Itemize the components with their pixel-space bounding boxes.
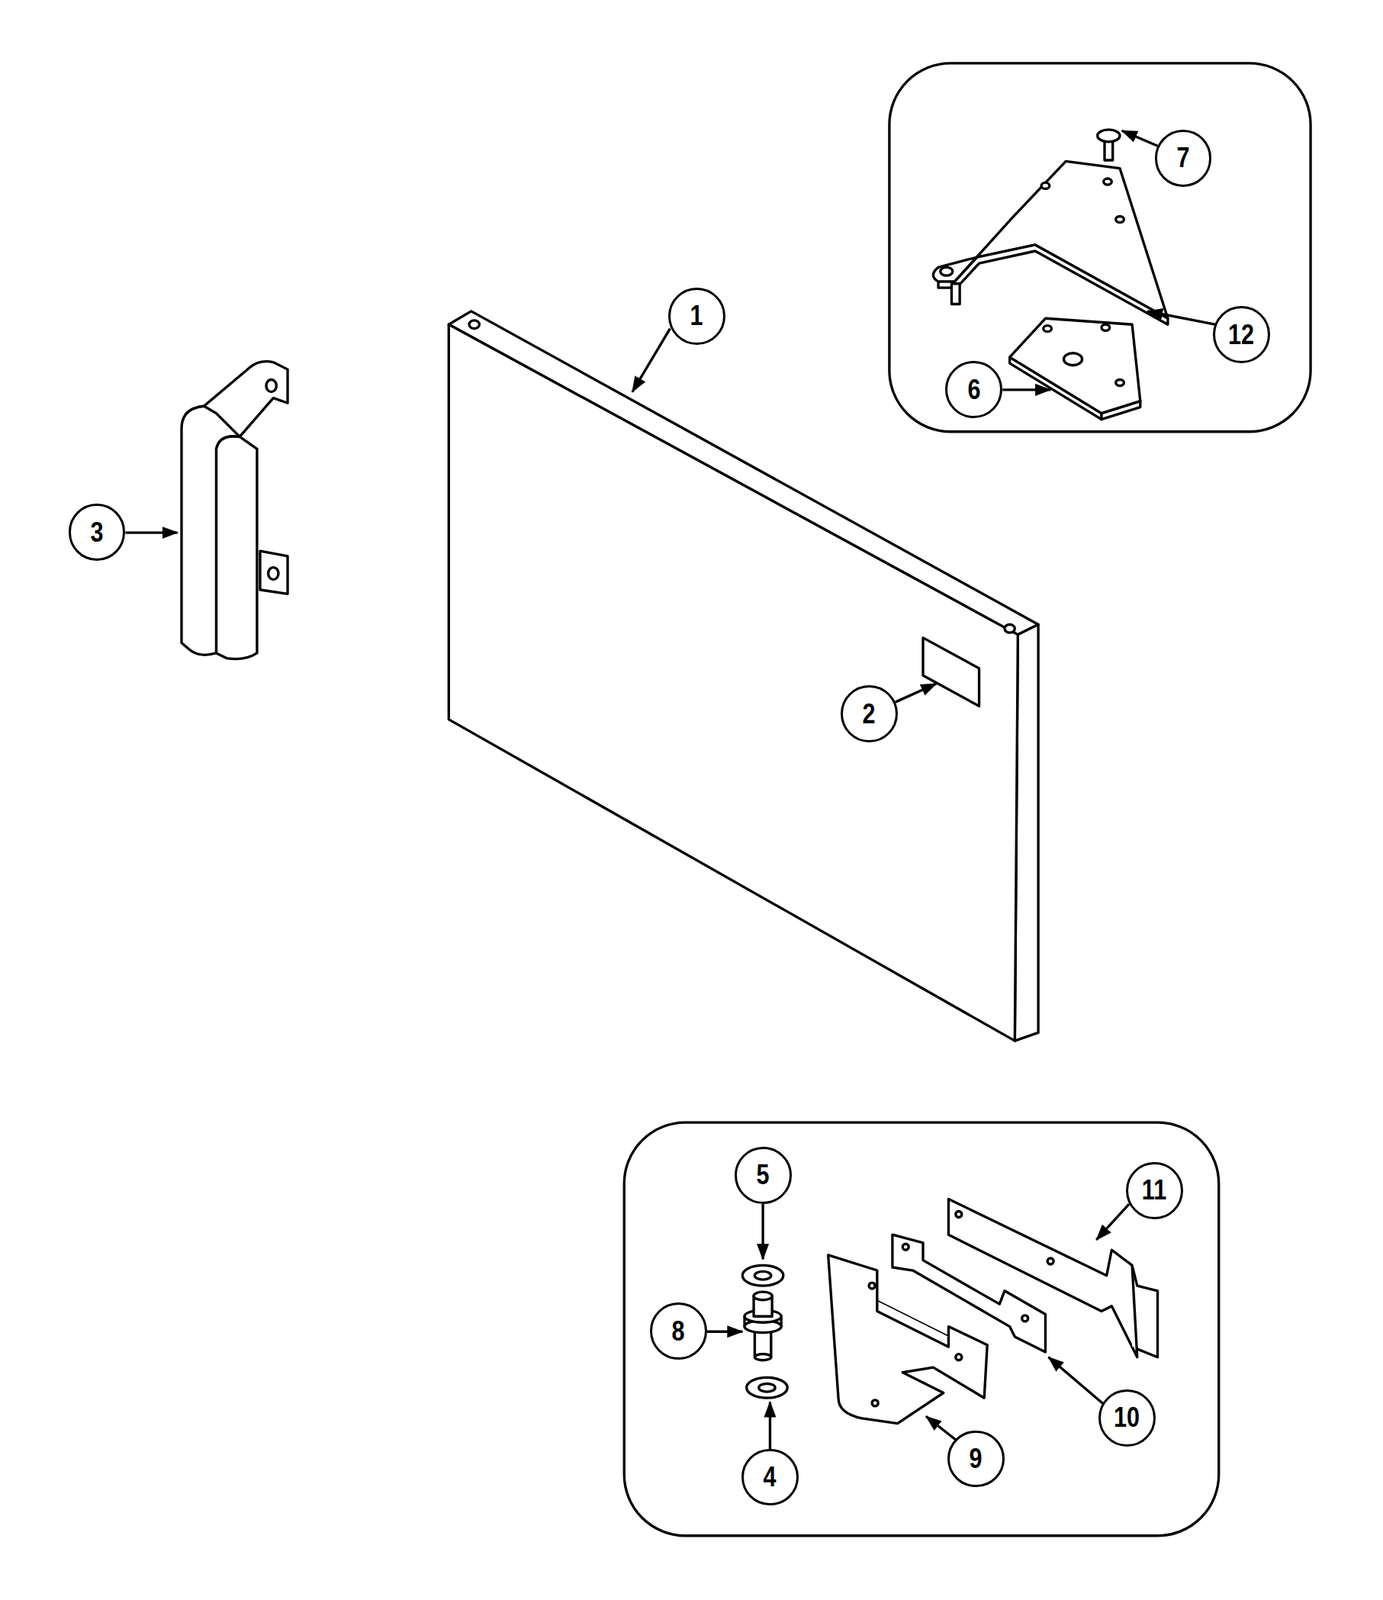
callout-number: 8 xyxy=(672,1317,686,1345)
leader-line xyxy=(895,683,936,702)
bottom-hinge xyxy=(948,1198,1158,1357)
callout-circle: 8 xyxy=(649,1302,708,1360)
callout-circle: 5 xyxy=(734,1146,792,1204)
label-plate xyxy=(923,637,980,707)
leader-line xyxy=(1002,388,1051,391)
hinge-pin xyxy=(1097,129,1120,161)
callout-number: 1 xyxy=(690,302,704,330)
callout-number: 7 xyxy=(1176,144,1190,172)
callout-circle: 9 xyxy=(947,1430,1005,1488)
callout-circle: 2 xyxy=(840,685,898,743)
leader-line xyxy=(707,1330,743,1333)
callout-circle: 3 xyxy=(68,503,126,561)
callout-number: 12 xyxy=(1228,321,1255,349)
leader-line xyxy=(768,1402,772,1450)
callout-circle: 4 xyxy=(741,1448,799,1506)
callout-number: 2 xyxy=(862,700,876,728)
callout-number: 4 xyxy=(763,1463,777,1491)
washer xyxy=(742,1264,783,1286)
leader-line xyxy=(125,530,177,534)
callout-circle: 11 xyxy=(1125,1161,1184,1219)
leader-line xyxy=(1048,1357,1104,1405)
leader-lines xyxy=(125,130,1216,1449)
callout-number: 3 xyxy=(90,518,103,547)
leader-line xyxy=(926,1415,956,1440)
callout-circle: 7 xyxy=(1154,129,1213,187)
inset-frame xyxy=(889,63,1311,432)
hinge-shim xyxy=(1009,318,1141,419)
callout-number: 9 xyxy=(969,1444,983,1473)
washer xyxy=(746,1376,788,1398)
callout-number: 11 xyxy=(1141,1176,1167,1204)
leader-line xyxy=(632,328,670,393)
callout-circle: 12 xyxy=(1212,305,1271,364)
callout-circle: 6 xyxy=(945,360,1003,419)
hinge-stud xyxy=(744,1291,782,1361)
leader-line xyxy=(761,1203,764,1259)
callout-number: 5 xyxy=(756,1161,770,1189)
leader-line xyxy=(1147,311,1216,325)
door-handle xyxy=(181,361,288,660)
callout-number: 10 xyxy=(1113,1403,1140,1432)
leader-line xyxy=(1122,130,1158,146)
leader-line xyxy=(1096,1203,1129,1240)
callout-circle: 1 xyxy=(668,287,726,345)
inset-frame xyxy=(623,1122,1219,1536)
door-panel xyxy=(448,311,1039,1041)
hinge-bracket xyxy=(828,1254,988,1424)
callout-circle: 10 xyxy=(1098,1389,1156,1447)
top-hinge xyxy=(932,160,1168,325)
callout-number: 6 xyxy=(967,376,981,404)
